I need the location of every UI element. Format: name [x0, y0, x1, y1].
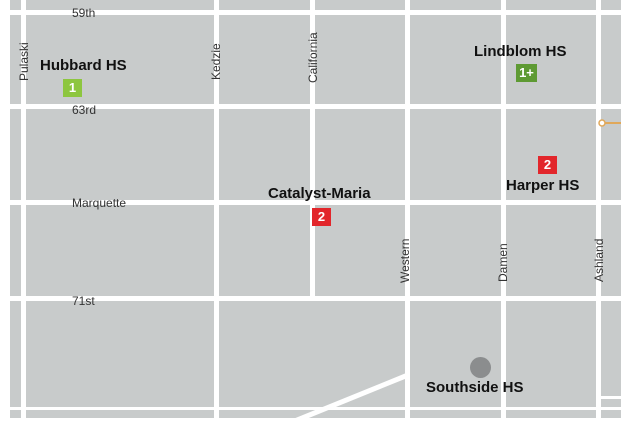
school-marker-southside[interactable]	[470, 357, 491, 378]
street-label-marquette: Marquette	[72, 196, 127, 210]
street-label-western: Western	[398, 238, 412, 283]
street-label-pulaski: Pulaski	[17, 42, 31, 81]
road-california	[310, 0, 315, 300]
offmap-marker-icon	[598, 119, 621, 127]
street-label-71st: 71st	[72, 294, 95, 308]
street-label-california: California	[306, 32, 320, 83]
rating-badge-lindblom[interactable]: 1+	[516, 64, 537, 82]
road-bottom-edge	[0, 418, 621, 425]
school-label-southside[interactable]: Southside HS	[426, 379, 524, 396]
street-label-damen: Damen	[496, 243, 510, 282]
rating-badge-harper[interactable]: 2	[538, 156, 557, 174]
street-label-kedzie: Kedzie	[209, 43, 223, 80]
rating-badge-hubbard[interactable]: 1	[63, 79, 82, 97]
street-label-ashland: Ashland	[592, 238, 606, 282]
street-label-59th: 59th	[72, 6, 96, 20]
road-pulaski	[21, 0, 26, 425]
school-label-lindblom[interactable]: Lindblom HS	[474, 43, 567, 60]
rating-badge-catalyst-maria[interactable]: 2	[312, 208, 331, 226]
map-left-margin	[0, 0, 10, 425]
school-label-catalyst-maria[interactable]: Catalyst-Maria	[268, 185, 371, 202]
road-damen	[501, 0, 506, 425]
road-western	[405, 0, 410, 425]
road-small-right	[600, 396, 621, 399]
school-label-harper[interactable]: Harper HS	[506, 177, 580, 194]
school-label-hubbard[interactable]: Hubbard HS	[40, 57, 127, 74]
road-kedzie	[214, 0, 219, 425]
road-ashland	[596, 0, 601, 425]
street-label-63rd: 63rd	[72, 103, 97, 117]
road-bottom	[0, 407, 621, 410]
